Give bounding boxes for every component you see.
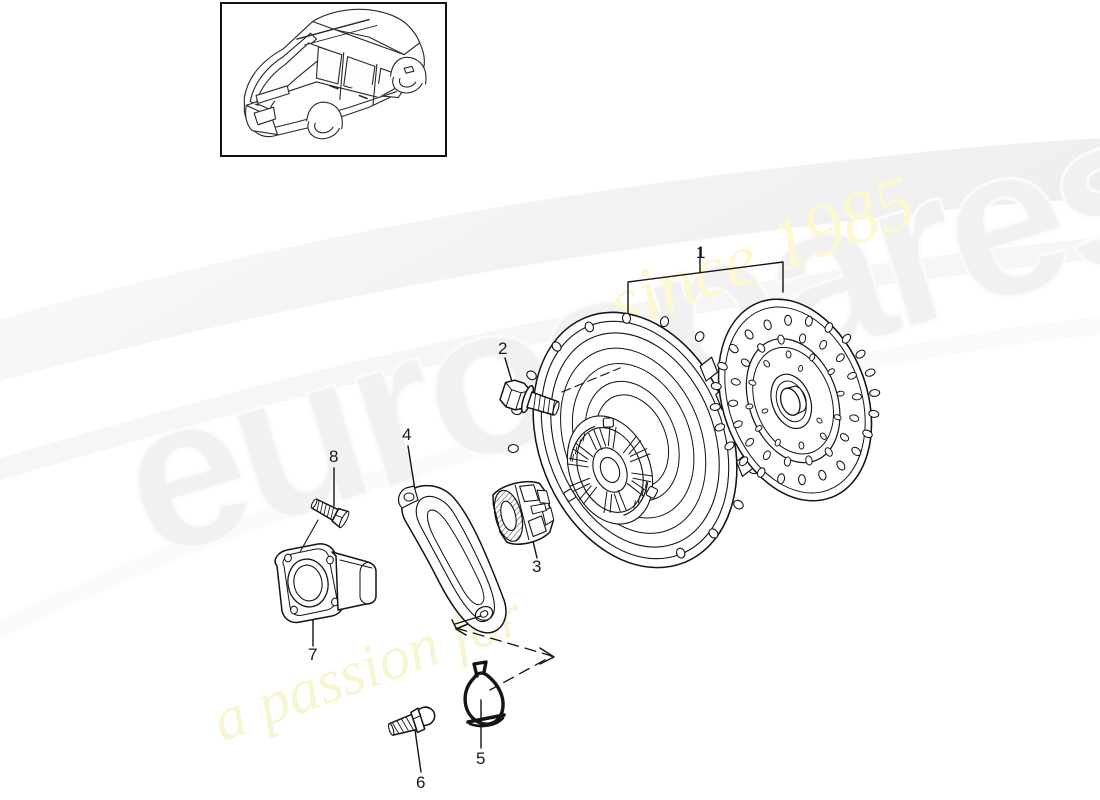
callout-label-7: 7 [308, 645, 318, 664]
pressure-plate-assembly [507, 311, 763, 569]
screw-install-leader [299, 519, 319, 553]
release-bearing-hub [492, 480, 555, 545]
retaining-spring-clip [463, 660, 506, 728]
callout-label-6: 6 [416, 773, 426, 792]
guide-sleeve-housing [274, 543, 377, 624]
pivot-ball-stud [387, 706, 436, 736]
vehicle-silhouette-icon [243, 8, 427, 140]
bolt-install-dash [561, 367, 621, 393]
drive-plate-disc [709, 298, 881, 502]
callout-label-5: 5 [476, 749, 486, 768]
callout-label-8: 8 [329, 447, 339, 466]
callout-label-4: 4 [402, 425, 412, 444]
callout-label-3: 3 [532, 557, 542, 576]
hex-flange-bolt [499, 379, 560, 416]
callout-label-1: 1 [696, 243, 706, 262]
callout-label-2: 2 [498, 339, 508, 358]
vehicle-inset-box [220, 2, 447, 157]
background-swoosh [0, 138, 1100, 639]
clutch-release-fork [397, 484, 507, 634]
assembly-direction-arrows [455, 623, 555, 665]
guide-sleeve-screw [310, 498, 350, 529]
